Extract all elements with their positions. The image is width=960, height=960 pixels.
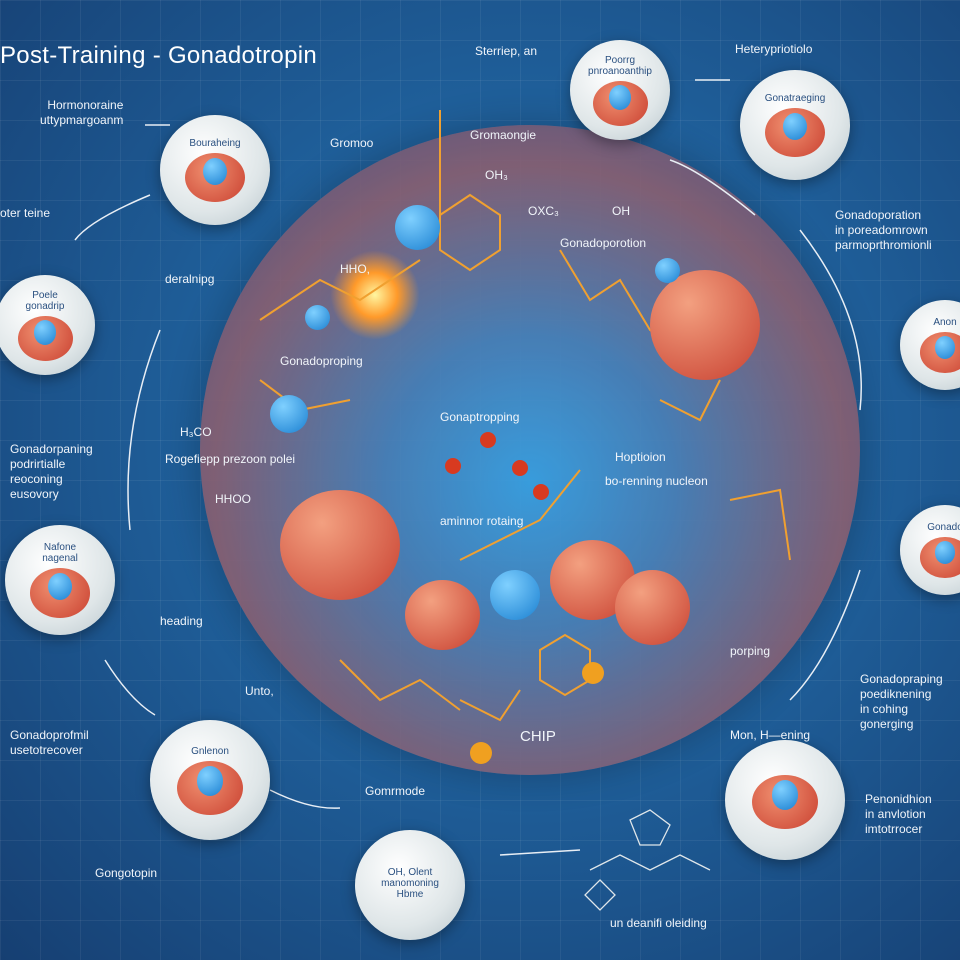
formula: H₃CO <box>180 425 212 439</box>
label: Gonaptropping <box>440 410 520 424</box>
sparkle-glow <box>330 250 420 340</box>
protein-globule <box>280 490 400 600</box>
label: Mon, H—ening <box>730 728 811 742</box>
satellite-circle: Poele gonadrip <box>0 275 95 375</box>
satellite-circle <box>725 740 845 860</box>
satellite-circle: Poorrg pnroanoanthip <box>570 40 670 140</box>
label: Hormonoraine uttypmargoanm <box>40 98 124 127</box>
label: Gonadopraping poediknening in cohing gon… <box>860 672 943 731</box>
label: Gonadoporotion <box>560 236 647 250</box>
label: Gomrmode <box>365 784 426 798</box>
atom-sphere <box>305 305 330 330</box>
formula: OXC₃ <box>528 204 559 218</box>
label: deralnipg <box>165 272 215 286</box>
formula: HHOO <box>215 492 251 506</box>
oxygen-atom <box>512 460 528 476</box>
arrow <box>74 194 151 241</box>
formula: HHO, <box>340 262 370 276</box>
protein-globule <box>615 570 690 645</box>
carbon-atom <box>582 662 604 684</box>
atom-sphere <box>655 258 680 283</box>
sketch-molecules <box>584 809 711 911</box>
arrow <box>789 569 861 701</box>
satellite-label: Gonatraeging <box>764 92 826 104</box>
page-title: Post-Training - Gonadotropin <box>0 42 318 69</box>
atom-sphere <box>490 570 540 620</box>
atom-sphere <box>395 205 440 250</box>
label: oter teine <box>0 206 51 220</box>
chemical-structures <box>259 110 791 722</box>
label: un deanifi oleiding <box>610 916 707 930</box>
satellite-label: Nafone nagenal <box>42 542 78 565</box>
fiber-icon <box>920 537 960 578</box>
satellite-circle: Anon <box>900 300 960 390</box>
arrow <box>269 789 341 809</box>
label: CHIP <box>520 728 556 745</box>
satellite-label: OH, Olent manomoning Hbme <box>381 866 439 900</box>
label: Gonadoproping <box>280 354 363 368</box>
label: Gongotopin <box>95 866 158 880</box>
satellite-circle: Gonatraeging <box>740 70 850 180</box>
arrow <box>127 329 161 531</box>
satellite-circle: Gnlenon <box>150 720 270 840</box>
satellite-label: Poorrg pnroanoanthip <box>588 54 652 77</box>
protein-icon <box>752 775 818 829</box>
protein-icon <box>29 568 91 618</box>
label: Gonadoprofmil usetotrecover <box>10 728 89 757</box>
central-cell <box>200 125 860 775</box>
carbon-atom <box>470 742 492 764</box>
oxygen-atom <box>480 432 496 448</box>
atom-sphere <box>270 395 308 433</box>
label: Unto, <box>245 684 274 698</box>
protein-icon <box>17 315 73 361</box>
satellite-label: Gonado <box>927 522 960 534</box>
arrow <box>499 849 581 856</box>
label: Heterypriotiolo <box>735 42 813 56</box>
arrow <box>104 659 156 716</box>
satellite-circle: Bouraheing <box>160 115 270 225</box>
oxygen-atom <box>533 484 549 500</box>
muscle-icon <box>920 332 960 373</box>
label: Gonadorpaning podrirtialle reoconing eus… <box>10 442 93 501</box>
protein-icon <box>177 760 243 815</box>
arrow <box>799 229 862 411</box>
satellite-circle: OH, Olent manomoning Hbme <box>355 830 465 940</box>
formula: OH <box>612 204 630 218</box>
label: Rogefiepp prezoon polei <box>165 452 296 466</box>
satellite-label: Bouraheing <box>189 137 241 149</box>
molecule-icon <box>592 80 648 126</box>
label: Hoptioion <box>615 450 666 464</box>
satellite-label: Poele gonadrip <box>25 289 65 312</box>
muscle-icon <box>764 107 826 158</box>
protein-icon <box>184 152 246 203</box>
label: bo-renning nucleon <box>605 474 708 488</box>
protein-globule <box>650 270 760 380</box>
oxygen-atom <box>445 458 461 474</box>
label: porping <box>730 644 771 658</box>
protein-globule <box>405 580 480 650</box>
formula: OH₃ <box>485 168 508 182</box>
label: aminnor rotaing <box>440 514 524 528</box>
satellite-circle: Nafone nagenal <box>5 525 115 635</box>
label: Gromaongie <box>470 128 537 142</box>
satellite-label: Gnlenon <box>191 745 229 757</box>
satellite-label: Anon <box>933 317 957 329</box>
label: Penonidhion in anvlotion imtotrrocer <box>865 792 932 836</box>
label: Sterriep, an <box>475 44 538 58</box>
label: Gromoo <box>330 136 374 150</box>
arrow <box>669 159 756 216</box>
label: Gonadoporation in poreadomrown parmoprth… <box>835 208 932 252</box>
label: heading <box>160 614 203 628</box>
